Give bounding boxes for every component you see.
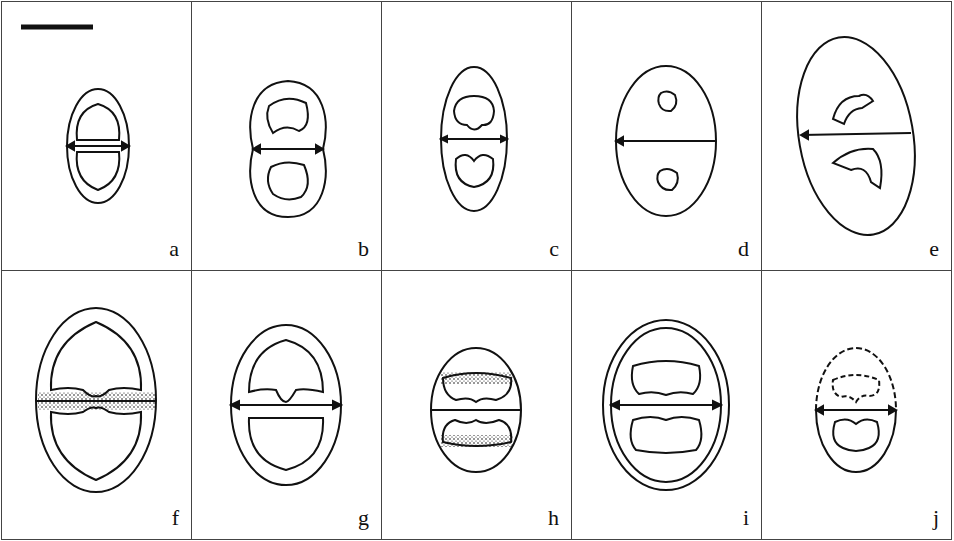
spore-b [250,81,325,217]
panel-letter: f [172,507,179,529]
panel-letter: d [738,238,749,260]
figure-panel: i [571,270,762,540]
panel-letter: h [548,507,559,529]
figure-panel: h [381,270,572,540]
figure-panel: c [381,1,572,271]
spore-g [231,325,341,485]
spore-a [21,27,129,203]
figure-panel: g [191,270,382,540]
spore-j [816,348,896,472]
spore-d [616,66,716,216]
scale-bar [21,25,93,30]
figure-panel: d [571,1,762,271]
figure-panel: j [761,270,952,540]
panel-letter: i [743,507,749,529]
figure-panel: a [1,1,192,271]
spore-e [783,28,930,245]
figure-panel: e [761,1,952,271]
figure-panel: f [1,270,192,540]
panel-letter: b [358,238,369,260]
panel-letter: g [358,507,369,529]
spore-f [36,308,156,492]
panel-letter: j [933,507,939,529]
panel-letter: e [929,238,939,260]
spore-h [431,348,521,472]
figure-panel: b [191,1,382,271]
spore-i [603,320,729,490]
panel-letter: c [549,238,559,260]
panel-letter: a [169,238,179,260]
spore-c [441,67,507,211]
